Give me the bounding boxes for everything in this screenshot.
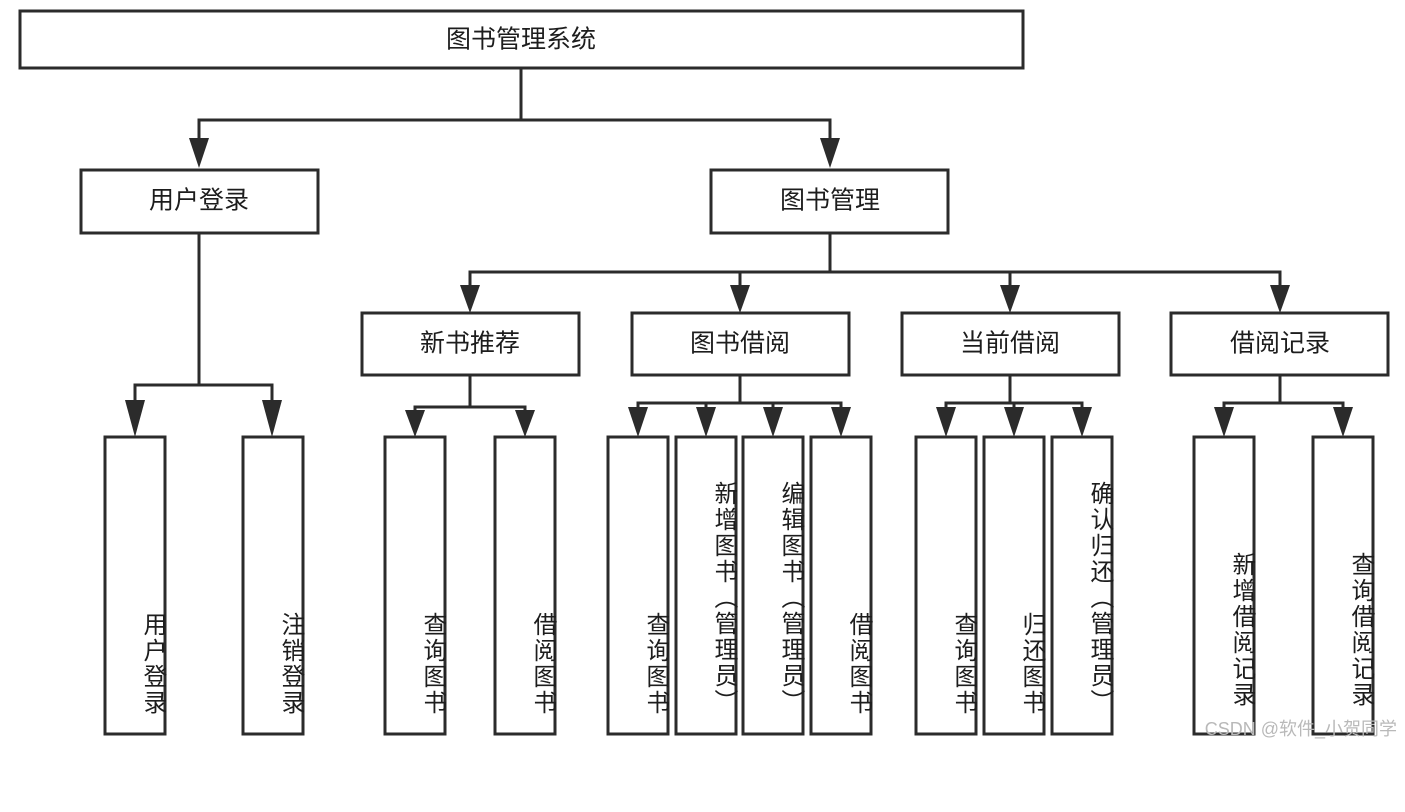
- leaf-box-borrow-book-1[interactable]: [493, 435, 557, 736]
- node-root-label: 图书管理系统: [446, 26, 596, 54]
- arrowhead-nbr-leaf2: [515, 410, 535, 437]
- leaf-box-query-book-2[interactable]: [606, 435, 670, 736]
- arrowhead-cb-leaf2: [1004, 407, 1024, 437]
- leaf-box-add-record[interactable]: [1192, 435, 1256, 736]
- node-book-manage-box[interactable]: [709, 168, 950, 235]
- arrowhead-book-borrow: [730, 285, 750, 313]
- arrowhead-bb-leaf4: [831, 407, 851, 437]
- node-new-book-rec-box[interactable]: [360, 311, 581, 377]
- node-user-login[interactable]: 用户登录: [79, 168, 320, 235]
- node-current-borrow[interactable]: 当前借阅: [900, 311, 1121, 377]
- arrowhead-cb-leaf1: [936, 407, 956, 437]
- flowchart-canvas: 图书管理系统 用户登录 图书管理: [18, 9, 1397, 739]
- arrowhead-br-leaf2: [1333, 407, 1353, 437]
- node-book-borrow[interactable]: 图书借阅: [630, 311, 851, 377]
- arrowhead-current-borrow: [1000, 285, 1020, 313]
- leaf-box-confirm-return[interactable]: [1050, 435, 1114, 736]
- leaf-box-return-book[interactable]: [982, 435, 1046, 736]
- leaf-box-add-book[interactable]: [674, 435, 738, 736]
- node-root-box[interactable]: [18, 9, 1025, 70]
- arrowhead-borrow-record: [1270, 285, 1290, 313]
- arrowhead-bb-leaf1: [628, 407, 648, 437]
- node-borrow-record-label: 借阅记录: [1230, 330, 1330, 358]
- arrowhead-leaf-logout: [262, 400, 282, 437]
- node-book-borrow-box[interactable]: [630, 311, 851, 377]
- node-user-login-label: 用户登录: [149, 187, 249, 215]
- arrowhead-new-book-rec: [460, 285, 480, 313]
- arrowhead-cb-leaf3: [1072, 407, 1092, 437]
- leaf-box-logout[interactable]: [241, 435, 305, 736]
- arrowhead-leaf-user-login: [125, 400, 145, 437]
- arrowhead-br-leaf1: [1214, 407, 1234, 437]
- arrowhead-bb-leaf2: [696, 407, 716, 437]
- node-root[interactable]: 图书管理系统: [18, 9, 1025, 70]
- arrowhead-nbr-leaf1: [405, 410, 425, 437]
- node-new-book-rec[interactable]: 新书推荐: [360, 311, 581, 377]
- node-book-borrow-label: 图书借阅: [690, 330, 790, 358]
- leaf-box-edit-book[interactable]: [741, 435, 805, 736]
- node-borrow-record-box[interactable]: [1169, 311, 1390, 377]
- leaf-box-user-login[interactable]: [103, 435, 167, 736]
- leaf-box-query-record[interactable]: [1311, 435, 1375, 736]
- node-book-manage[interactable]: 图书管理: [709, 168, 950, 235]
- arrowhead-bb-leaf3: [763, 407, 783, 437]
- arrowhead-user-login: [189, 138, 209, 168]
- node-new-book-rec-label: 新书推荐: [420, 330, 520, 358]
- leaf-box-query-book-3[interactable]: [914, 435, 978, 736]
- csdn-watermark: CSDN @软件_小贺同学: [1204, 719, 1397, 739]
- arrowhead-book-manage: [820, 138, 840, 168]
- node-current-borrow-box[interactable]: [900, 311, 1121, 377]
- leaf-box-borrow-book-2[interactable]: [809, 435, 873, 736]
- leaf-box-query-book-1[interactable]: [383, 435, 447, 736]
- node-borrow-record[interactable]: 借阅记录: [1169, 311, 1390, 377]
- flowchart-svg: 图书管理系统 用户登录 图书管理: [18, 9, 1390, 736]
- node-book-manage-label: 图书管理: [780, 187, 880, 215]
- node-current-borrow-label: 当前借阅: [960, 330, 1060, 358]
